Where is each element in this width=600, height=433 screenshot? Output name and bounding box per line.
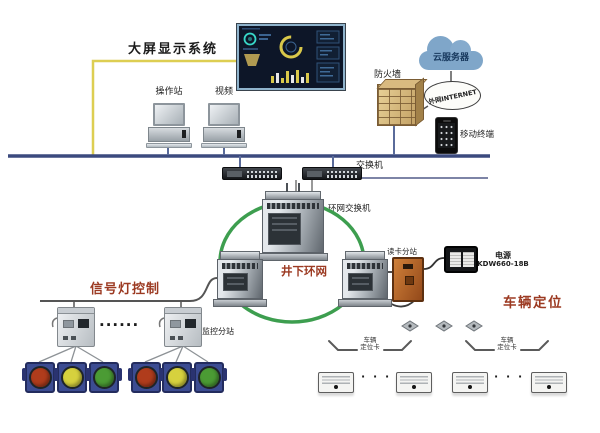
workstation-base [146,143,192,148]
traffic-light-lens [197,366,221,389]
traffic-light-green [86,362,122,393]
video-workstation [201,103,247,149]
traffic-light-lens [60,366,84,389]
vehicle-card-label: 车辆 定位卡 [360,336,380,351]
power-supply-label: 电源 KDW660-18B [477,251,529,269]
traffic-light-lens [134,366,158,389]
power-name: 电源 [495,251,511,260]
vehicle-card [531,372,567,393]
card-dots: · · · [494,370,525,383]
operator-station-label: 操作站 [155,87,183,97]
workstation-tower [203,127,245,142]
ring-switch-label: 环网交换机 [328,204,371,214]
reader-substation-label: 读卡分站 [387,247,417,256]
power-model: KDW660-18B [477,260,529,268]
traffic-light-lens [165,366,189,389]
traffic-light-green [191,362,227,393]
internet-ellipse: 外网INTERNET [424,81,481,110]
traffic-light-fan-lines [38,345,209,363]
cloud-server-icon: 云服务器 [419,36,483,71]
traffic-light-yellow [54,362,90,393]
monitor-substation-box [57,307,95,347]
dashboard-monitor [236,23,346,91]
vehicle-card-label: 车辆 定位卡 [497,336,517,351]
workstation-tower [148,127,190,142]
firewall-icon [377,84,417,126]
card-reader-substation [392,257,424,302]
underground-ring-label: 井下环网 [281,264,327,278]
ring-switch-device [258,183,328,261]
vehicle-positioning-label: 车辆定位 [503,295,563,311]
rack-switch [222,167,282,180]
antenna-icon [435,320,453,332]
antenna-icon [465,320,483,332]
mobile-terminal-label: 移动终端 [460,130,495,140]
traffic-light-yellow [159,362,195,393]
monitor-substation-box [164,307,202,347]
workstation-screen [208,103,240,126]
signal-control-label: 信号灯控制 [90,282,161,297]
firewall-label: 防火墙 [374,70,402,80]
power-supply-device [444,246,478,273]
workstation-base [201,143,247,148]
mobile-terminal-icon [435,117,458,154]
vehicle-card [452,372,488,393]
vehicle-card [318,372,354,393]
power-cable [423,257,445,270]
internet-label: 外网INTERNET [427,87,478,106]
traffic-light-lens [92,366,116,389]
monitor-substation-label: 监控分站 [202,327,234,336]
big-screen-label: 大屏显示系统 [128,42,219,57]
switch-label: 交换机 [356,161,384,171]
vehicle-card [396,372,432,393]
operator-workstation [146,103,192,149]
traffic-light-red [128,362,164,393]
traffic-light-lens [28,366,52,389]
ring-substation-left [213,251,267,307]
cloud-server-label: 云服务器 [432,53,469,63]
dashboard-screen [239,26,343,88]
antenna-icon [401,320,419,332]
rack-switch [302,167,362,180]
workstation-screen [153,103,185,126]
ellipsis-dots: ...... [99,312,140,330]
card-dots: · · · [361,370,392,383]
ring-substation-right [338,251,392,307]
traffic-light-red [22,362,58,393]
